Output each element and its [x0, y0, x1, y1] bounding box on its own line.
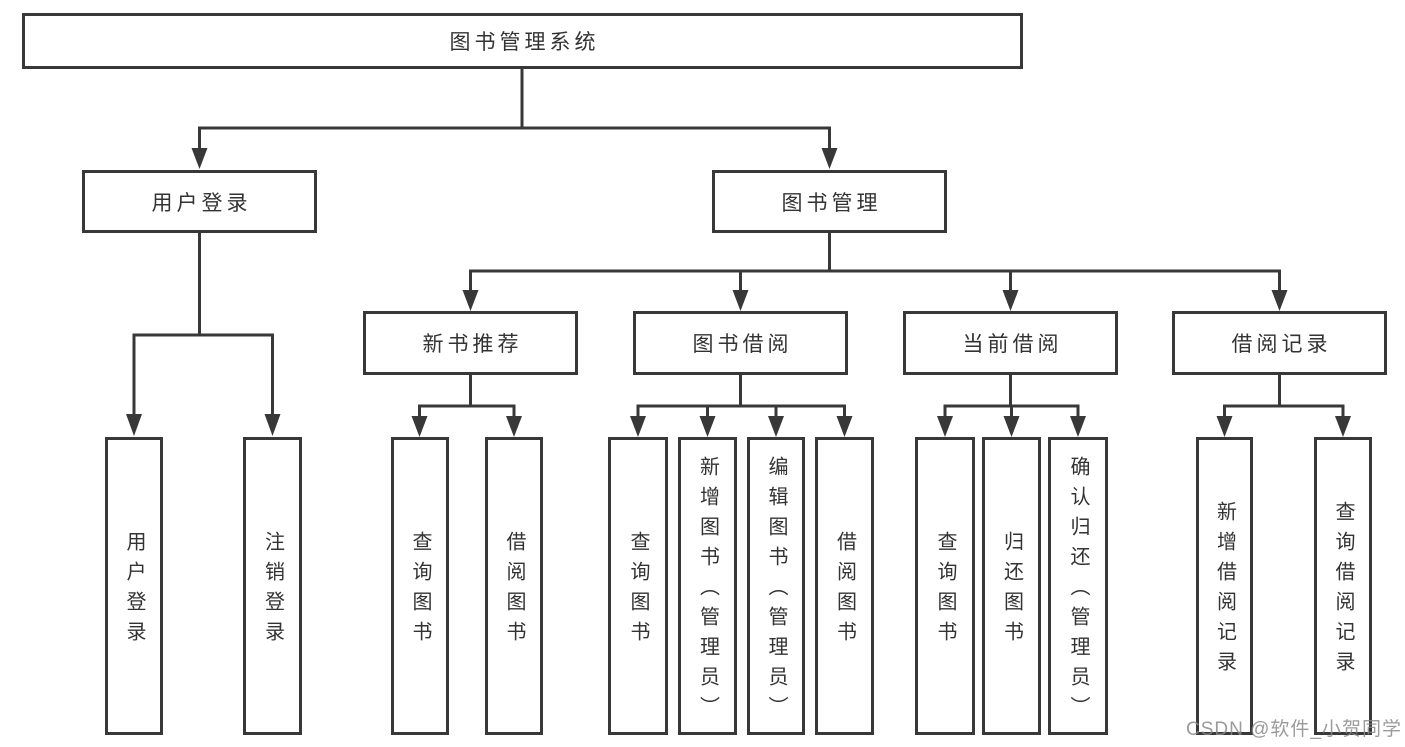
leaf-borrow-books-1: 借阅图书 — [485, 437, 543, 735]
connector-current-borrowing — [943, 375, 1080, 418]
leaf-query-borrow-record: 查询借阅记录 — [1314, 437, 1372, 735]
leaf-query-books-3: 查询图书 — [915, 437, 975, 735]
arrowheads — [126, 148, 1351, 437]
leaf-label: 新增图书（管理员） — [696, 456, 719, 726]
leaf-label: 查询借阅记录 — [1332, 501, 1354, 681]
connector-book-management — [469, 232, 1281, 292]
node-label: 图书管理系统 — [449, 31, 600, 54]
connector-root — [198, 68, 831, 151]
leaf-label: 确认归还（管理员） — [1067, 456, 1089, 726]
leaf-return-book: 归还图书 — [982, 437, 1041, 735]
leaf-label: 借阅图书 — [503, 531, 525, 651]
node-label: 图书管理 — [781, 191, 882, 215]
leaf-logout: 注销登录 — [243, 437, 302, 735]
node-borrowing-records: 借阅记录 — [1172, 311, 1387, 375]
node-label: 借阅记录 — [1231, 333, 1332, 356]
leaf-confirm-return-admin: 确认归还（管理员） — [1048, 437, 1108, 735]
leaf-borrow-books-2: 借阅图书 — [815, 437, 874, 735]
leaf-label: 查询图书 — [627, 531, 649, 651]
node-user-login: 用户登录 — [82, 170, 317, 233]
connector-borrowing-records — [1223, 375, 1345, 418]
node-label: 用户登录 — [151, 191, 252, 215]
node-book-management: 图书管理 — [712, 170, 947, 233]
leaf-user-login: 用户登录 — [105, 437, 163, 735]
leaf-edit-book-admin: 编辑图书（管理员） — [747, 437, 805, 735]
connector-user-login — [132, 232, 274, 416]
leaf-label: 查询图书 — [409, 531, 431, 651]
node-current-borrowing: 当前借阅 — [903, 311, 1118, 375]
connector-book-borrowing — [636, 375, 846, 418]
leaf-add-borrow-record: 新增借阅记录 — [1196, 437, 1253, 735]
leaf-label: 注销登录 — [261, 531, 284, 651]
node-label: 新书推荐 — [422, 333, 523, 356]
node-book-borrowing: 图书借阅 — [633, 311, 848, 375]
leaf-query-books-1: 查询图书 — [391, 437, 449, 735]
leaf-query-books-2: 查询图书 — [608, 437, 668, 735]
leaf-label: 查询图书 — [934, 531, 956, 651]
node-label: 当前借阅 — [962, 333, 1063, 356]
leaf-label: 归还图书 — [1000, 531, 1023, 651]
leaf-add-book-admin: 新增图书（管理员） — [678, 437, 737, 735]
leaf-label: 用户登录 — [123, 531, 145, 651]
csdn-watermark: CSDN @软件_小贺同学 — [1186, 719, 1402, 740]
connector-new-book — [418, 375, 516, 418]
leaf-label: 编辑图书（管理员） — [765, 456, 787, 726]
node-new-book-recommendation: 新书推荐 — [363, 311, 578, 375]
node-library-management-system: 图书管理系统 — [22, 13, 1023, 69]
leaf-label: 借阅图书 — [833, 531, 856, 651]
node-label: 图书借阅 — [692, 333, 793, 356]
leaf-label: 新增借阅记录 — [1213, 501, 1236, 681]
